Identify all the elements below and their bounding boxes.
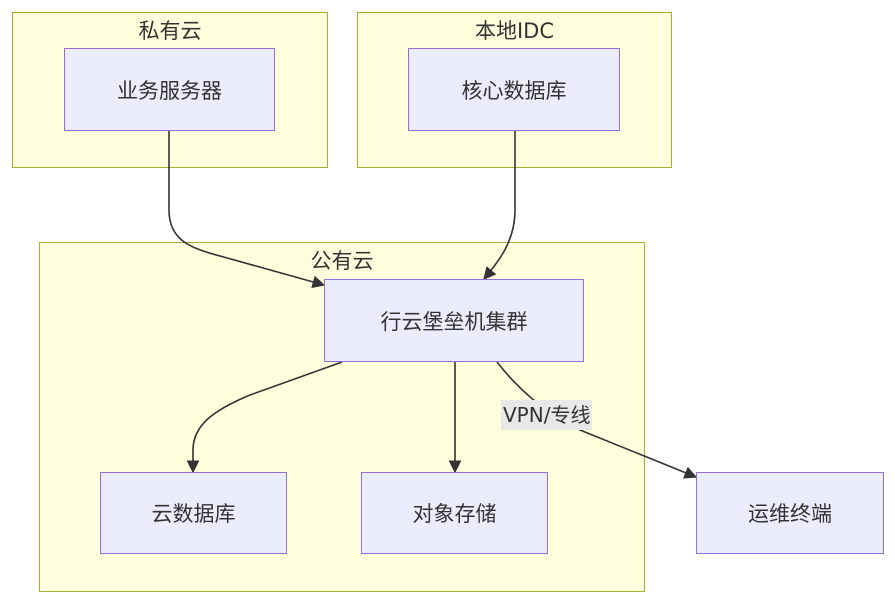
node-business-server[interactable]: 业务服务器 — [64, 48, 275, 131]
node-cloud-database[interactable]: 云数据库 — [100, 472, 287, 554]
edge-bastion-to-cloud-database — [186, 361, 343, 474]
node-bastion-cluster[interactable]: 行云堡垒机集群 — [324, 279, 584, 362]
cluster-title-private-cloud: 私有云 — [138, 19, 202, 43]
node-object-storage[interactable]: 对象存储 — [361, 472, 548, 554]
node-core-database[interactable]: 核心数据库 — [408, 48, 620, 131]
cluster-title-local-idc: 本地IDC — [474, 19, 555, 43]
edge-core-database-to-bastion — [483, 131, 516, 280]
edge-business-server-to-bastion — [168, 131, 326, 289]
node-ops-terminal[interactable]: 运维终端 — [696, 472, 884, 554]
edge-label-vpn: VPN/专线 — [501, 400, 593, 430]
cluster-title-public-cloud: 公有云 — [310, 249, 374, 273]
